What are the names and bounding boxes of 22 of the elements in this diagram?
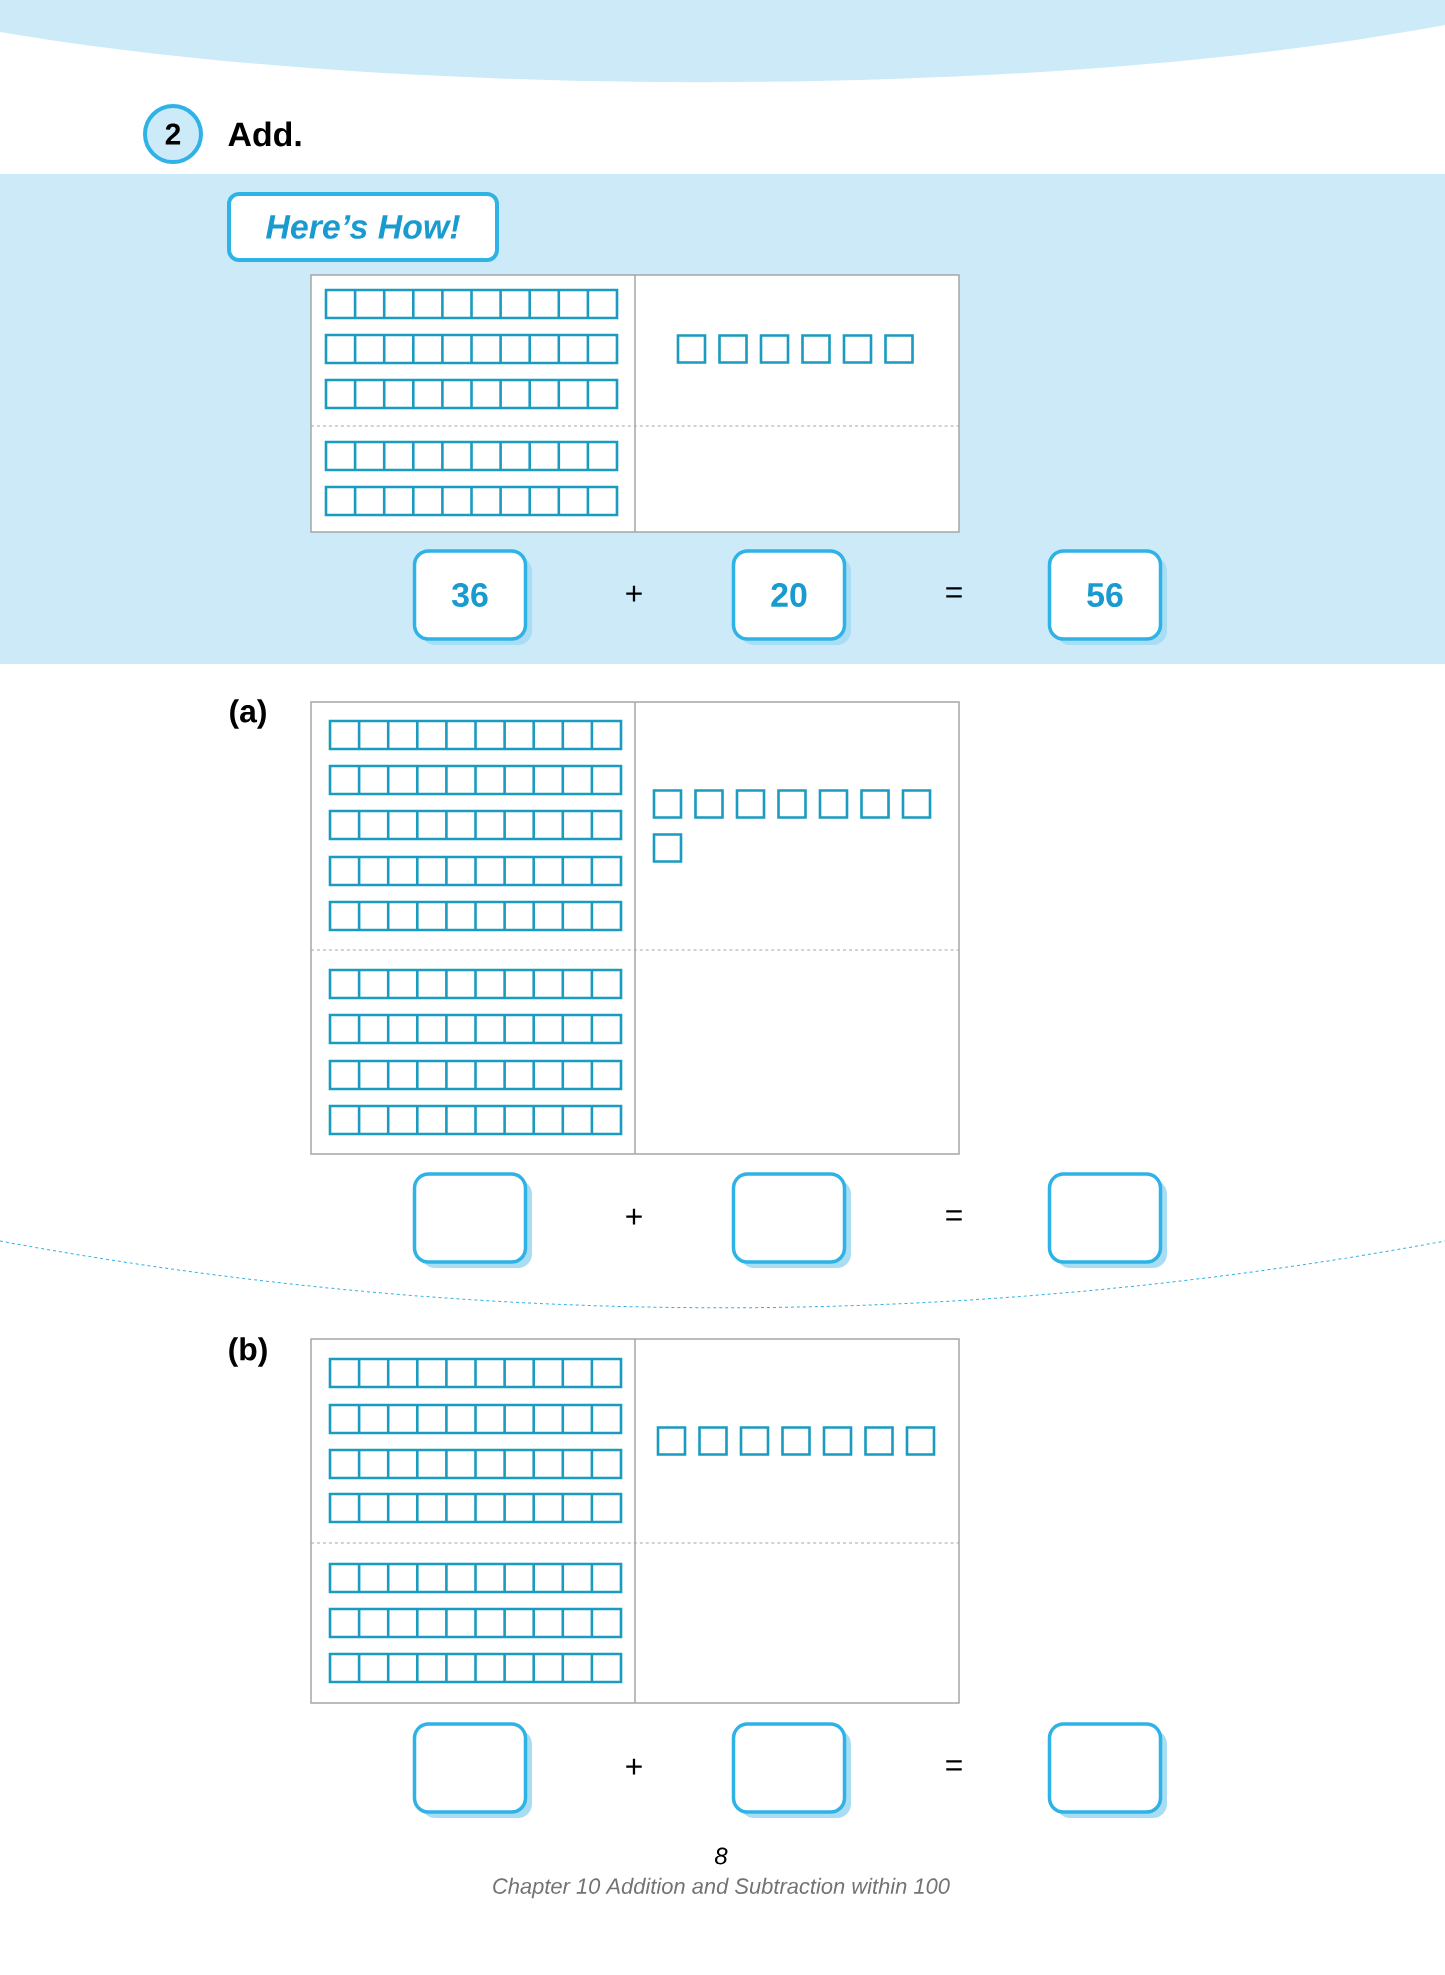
answer-box: 56 [1047, 549, 1167, 645]
page-number: 8 [715, 1847, 728, 1865]
answer-box: 20 [731, 549, 851, 645]
equals-sign: = [946, 1210, 962, 1221]
heading-tag: Here’s How! [227, 192, 499, 262]
part-label: (b) [229, 1337, 267, 1367]
answer-box [1047, 1722, 1167, 1818]
answer-box [412, 1172, 532, 1268]
plus-sign: + [626, 1758, 642, 1775]
plus-sign: + [626, 585, 642, 602]
answer-box [731, 1722, 851, 1818]
title: Add. [228, 121, 301, 147]
answer-box [412, 1722, 532, 1818]
answer-box: 36 [412, 549, 532, 645]
plus-sign: + [626, 1208, 642, 1225]
chapter-footer: Chapter 10 Addition and Subtraction within 100 [493, 1877, 950, 1899]
equals-sign: = [946, 1760, 962, 1771]
equals-sign: = [946, 587, 962, 598]
answer-box [1047, 1172, 1167, 1268]
question-number-badge: 2 [143, 104, 203, 164]
answer-box [731, 1172, 851, 1268]
part-label: (a) [230, 699, 266, 729]
